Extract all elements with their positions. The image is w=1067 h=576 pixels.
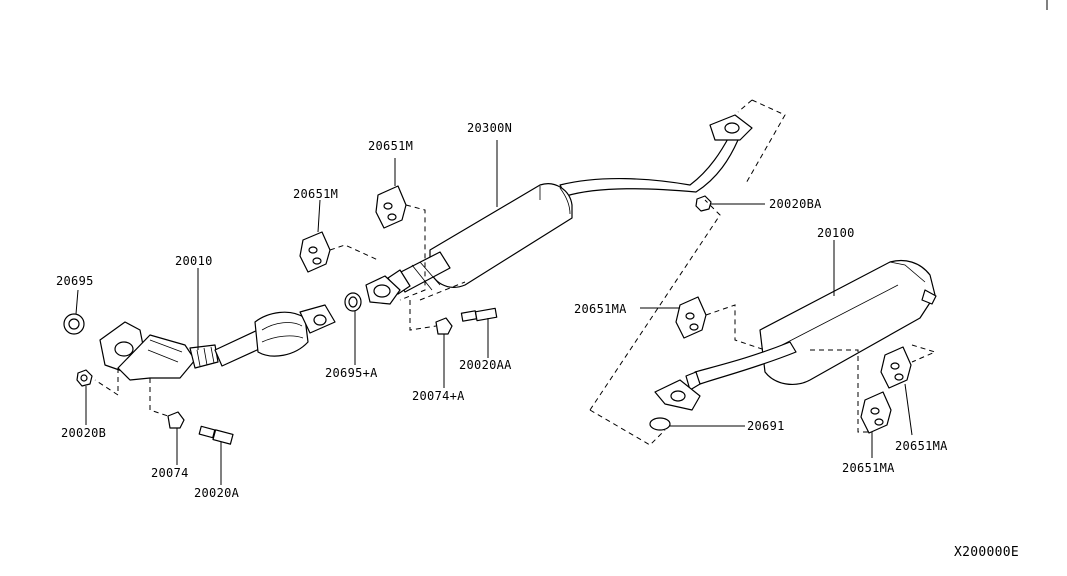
- assembly-dashed-lines: [94, 99, 937, 446]
- hanger-20651ma-bottom[interactable]: [860, 391, 892, 434]
- bolt-20074a[interactable]: [435, 317, 453, 335]
- gasket-20691[interactable]: [649, 417, 671, 431]
- gasket-20695a[interactable]: [344, 292, 362, 312]
- label-20020a: 20020A: [194, 486, 240, 500]
- label-20651ma-right: 20651MA: [895, 439, 948, 453]
- label-20020aa: 20020AA: [459, 358, 512, 372]
- label-20651ma-mid: 20651MA: [574, 302, 627, 316]
- gasket-20695[interactable]: [63, 313, 85, 335]
- stud-20020aa[interactable]: [460, 307, 498, 322]
- label-20074a: 20074+A: [412, 389, 465, 403]
- diagram-code: X200000E: [954, 545, 1019, 560]
- hanger-20651ma-mid[interactable]: [675, 296, 707, 339]
- label-20695a: 20695+A: [325, 366, 378, 380]
- label-20695: 20695: [56, 274, 94, 288]
- center-muffler[interactable]: [365, 114, 753, 305]
- label-20010: 20010: [175, 254, 213, 268]
- hanger-20651ma-right[interactable]: [880, 346, 912, 389]
- label-20020ba: 20020BA: [769, 197, 822, 211]
- hanger-20651m-left[interactable]: [299, 231, 331, 273]
- hanger-20651m-upper[interactable]: [375, 185, 407, 229]
- label-20691: 20691: [747, 419, 785, 433]
- leader-lines: [75, 140, 913, 485]
- label-20651ma-bottom: 20651MA: [842, 461, 895, 475]
- label-20020b: 20020B: [61, 426, 106, 440]
- nut-20020ba[interactable]: [695, 195, 712, 212]
- label-20100: 20100: [817, 226, 855, 240]
- label-20651m-upper: 20651M: [368, 139, 413, 153]
- label-20651m-left: 20651M: [293, 187, 338, 201]
- stud-20020a[interactable]: [198, 425, 234, 445]
- bolt-20074[interactable]: [167, 411, 185, 429]
- front-pipe-catalytic-converter[interactable]: [99, 304, 336, 381]
- label-20074: 20074: [151, 466, 189, 480]
- label-20300n: 20300N: [467, 121, 512, 135]
- main-muffler[interactable]: [654, 259, 937, 411]
- nut-20020b[interactable]: [76, 369, 93, 387]
